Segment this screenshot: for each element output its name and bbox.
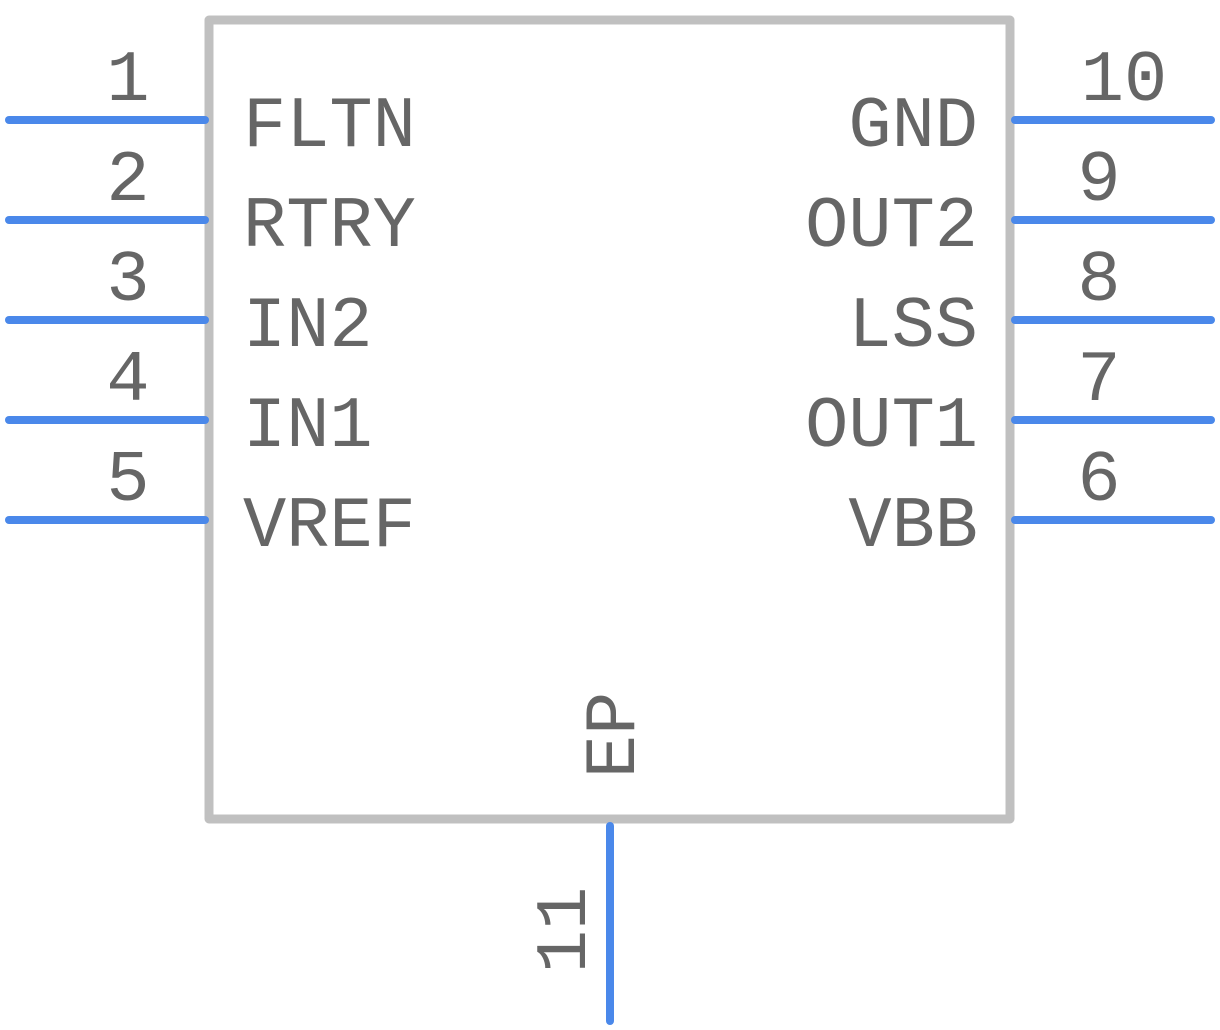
pin-3[interactable]: 3 IN2 <box>5 240 373 368</box>
pin-11[interactable]: 11 EP <box>525 692 656 1025</box>
pin-9[interactable]: 9 OUT2 <box>805 140 1215 268</box>
pin-2-name: RTRY <box>243 186 416 268</box>
pin-3-name: IN2 <box>243 286 373 368</box>
pin-4-name: IN1 <box>243 386 373 468</box>
pin-9-name: OUT2 <box>805 186 978 268</box>
pin-2-number: 2 <box>106 140 149 222</box>
pin-6-number: 6 <box>1077 440 1120 522</box>
pin-5[interactable]: 5 VREF <box>5 440 416 568</box>
pin-7-number: 7 <box>1077 340 1120 422</box>
pin-11-number: 11 <box>525 887 607 973</box>
pin-4[interactable]: 4 IN1 <box>5 340 373 468</box>
pin-10[interactable]: 10 GND <box>848 40 1215 168</box>
pin-10-number: 10 <box>1081 40 1167 122</box>
pin-8[interactable]: 8 LSS <box>848 240 1215 368</box>
pin-1-number: 1 <box>106 40 149 122</box>
pin-1-name: FLTN <box>243 86 416 168</box>
pin-5-name: VREF <box>243 486 416 568</box>
pin-6[interactable]: 6 VBB <box>848 440 1215 568</box>
pin-8-number: 8 <box>1077 240 1120 322</box>
pin-7-name: OUT1 <box>805 386 978 468</box>
pin-2[interactable]: 2 RTRY <box>5 140 416 268</box>
pin-6-name: VBB <box>848 486 978 568</box>
pin-10-name: GND <box>848 86 978 168</box>
pin-8-name: LSS <box>848 286 978 368</box>
pin-9-number: 9 <box>1077 140 1120 222</box>
pin-1[interactable]: 1 FLTN <box>5 40 416 168</box>
pin-5-number: 5 <box>106 440 149 522</box>
component-body <box>204 15 1015 824</box>
pin-4-number: 4 <box>106 340 149 422</box>
pin-7[interactable]: 7 OUT1 <box>805 340 1215 468</box>
pin-11-name: EP <box>574 692 656 778</box>
pin-3-number: 3 <box>106 240 149 322</box>
